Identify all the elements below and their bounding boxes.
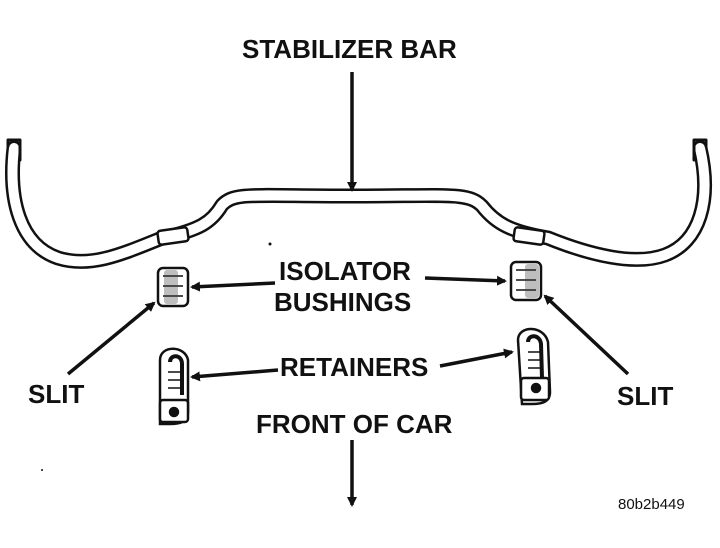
stabilizer-bar: [5, 138, 713, 269]
arrow-isolator-left: [190, 281, 276, 292]
arrow-isolator-right: [424, 275, 507, 286]
arrow-retainers-right: [439, 348, 514, 368]
label-slit-right: SLIT: [617, 381, 674, 411]
right-retainer: [516, 327, 552, 406]
label-stabilizer-bar: STABILIZER BAR: [242, 34, 457, 64]
arrow-retainers-left: [190, 368, 279, 382]
figure-id: 80b2b449: [618, 496, 685, 513]
left-retainer: [158, 347, 190, 426]
arrow-slit-right: [543, 294, 630, 376]
label-bushings: BUSHINGS: [274, 287, 412, 317]
right-isolator-bushing: [509, 260, 543, 302]
label-slit-left: SLIT: [28, 379, 85, 409]
arrows: [66, 72, 630, 507]
label-retainers: RETAINERS: [280, 352, 429, 382]
arrow-slit-left: [66, 301, 156, 376]
left-isolator-bushing: [156, 266, 190, 308]
label-isolator: ISOLATOR: [279, 256, 411, 286]
label-front-of-car: FRONT OF CAR: [256, 409, 453, 439]
